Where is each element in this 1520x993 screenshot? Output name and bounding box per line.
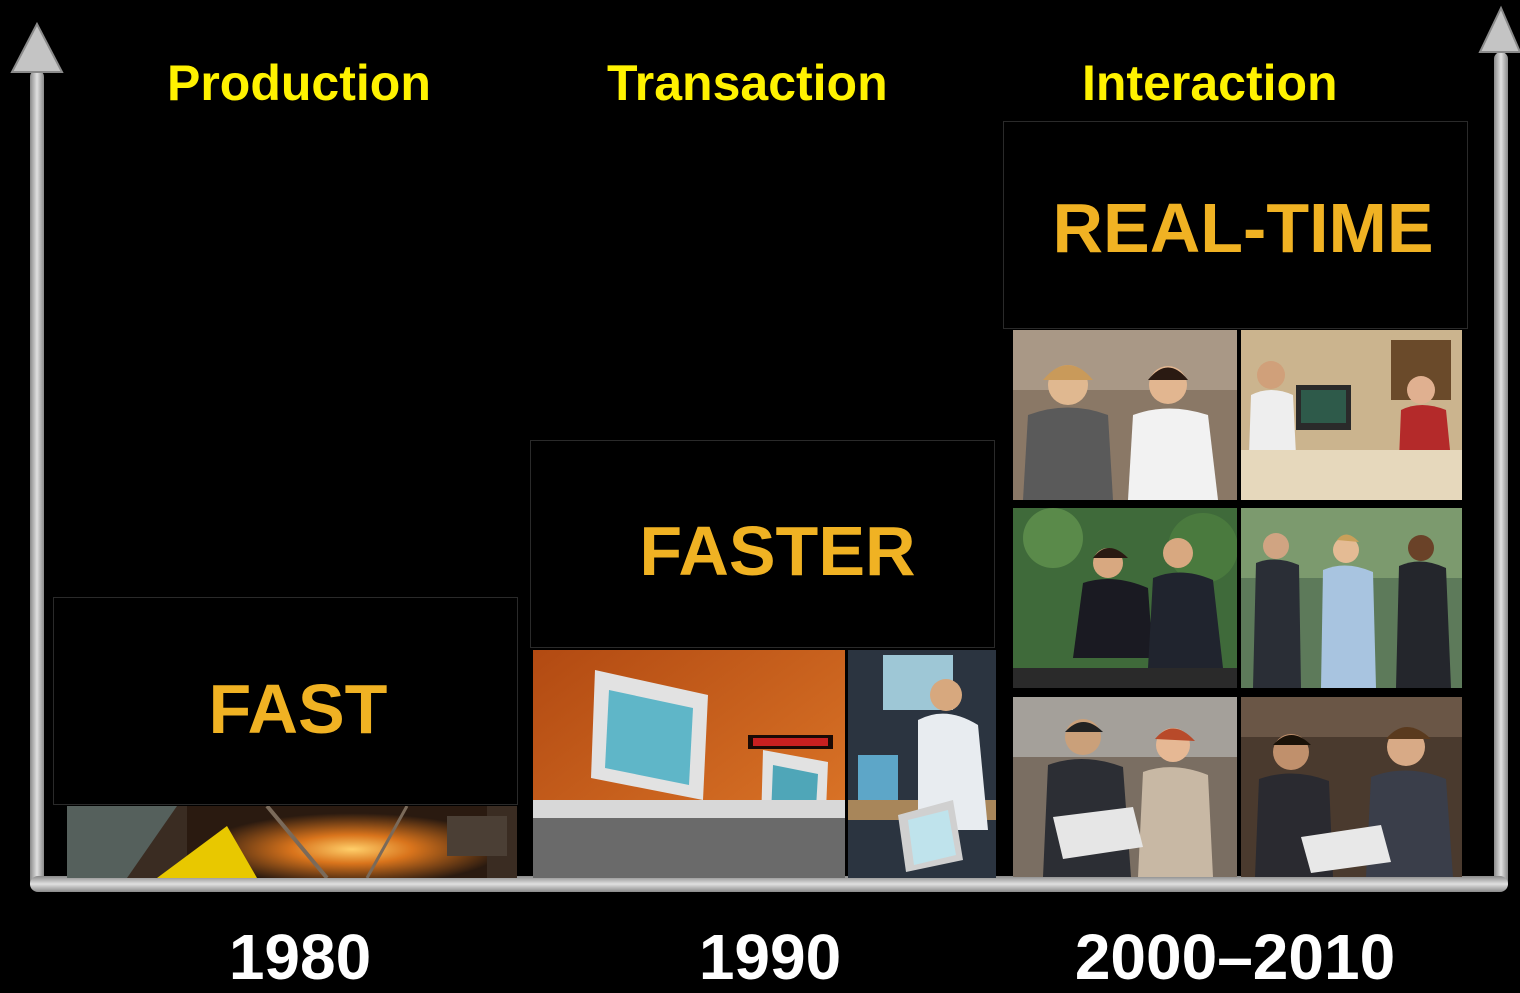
- handshake-lobby-photo: [1241, 508, 1462, 688]
- faster-panel: [530, 440, 995, 648]
- laptop-meeting-photo: [1013, 697, 1237, 877]
- office-reception-photo: [1241, 330, 1462, 500]
- office-workers-photo: [848, 650, 996, 878]
- business-meeting-bench-photo: [1013, 508, 1237, 688]
- doctor-consultation-photo: [1013, 330, 1237, 500]
- speed-label-faster: FASTER: [639, 512, 916, 590]
- colleagues-review-photo: [1241, 697, 1462, 877]
- left-axis: [30, 70, 44, 890]
- year-label-1980: 1980: [228, 921, 372, 993]
- era-label-interaction: Interaction: [1082, 55, 1338, 111]
- fast-panel: [53, 597, 518, 805]
- real-time-panel: [1003, 121, 1468, 329]
- speed-label-real-time: REAL-TIME: [1052, 189, 1434, 267]
- up-arrow-icon: [1478, 5, 1520, 53]
- year-label-1990: 1990: [698, 921, 842, 993]
- trading-desk-photo: [533, 650, 845, 878]
- bottom-axis: [30, 876, 1508, 892]
- year-label-2000-2010: 2000–2010: [1074, 921, 1396, 993]
- up-arrow-icon: [10, 21, 64, 73]
- era-label-production: Production: [167, 55, 431, 111]
- right-axis: [1494, 52, 1508, 890]
- factory-photo: [67, 806, 517, 878]
- era-label-transaction: Transaction: [607, 55, 888, 111]
- speed-label-fast: FAST: [208, 670, 388, 748]
